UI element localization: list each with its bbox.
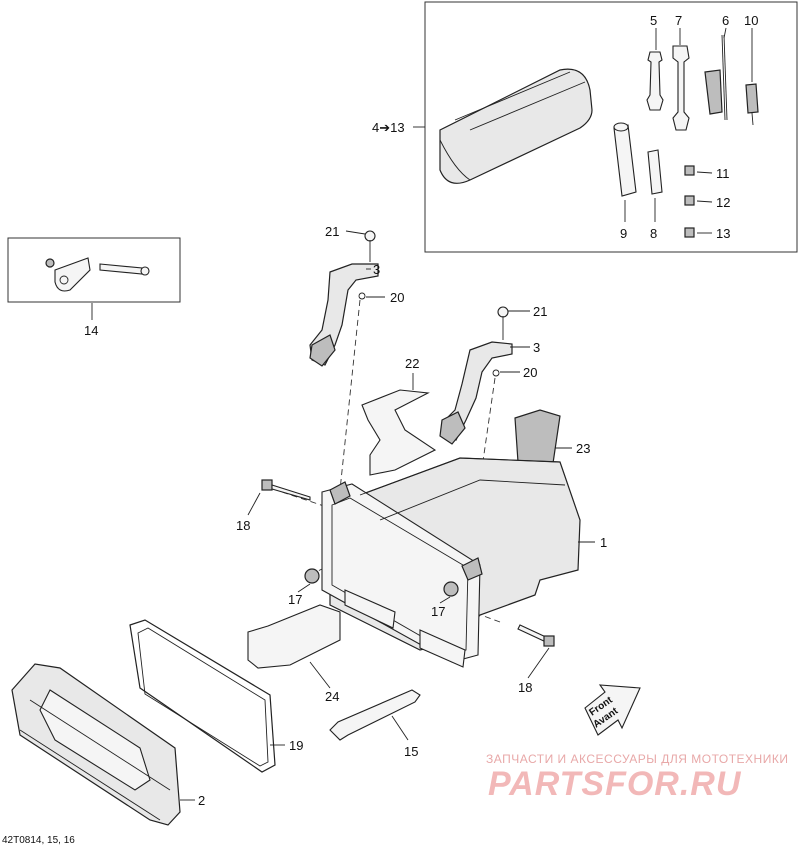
foam-pad-22	[361, 389, 437, 476]
socket-9	[613, 122, 637, 197]
gasket-19	[129, 619, 276, 773]
callout-19: 19	[289, 738, 303, 753]
latch-handle-right	[439, 306, 513, 445]
callout-5: 5	[650, 13, 657, 28]
callout-20-left: 20	[390, 290, 404, 305]
callout-14: 14	[84, 323, 98, 338]
callout-4-13: 4➔13	[372, 120, 405, 135]
front-direction-arrow: Front Avant	[584, 684, 641, 736]
callout-24: 24	[325, 689, 339, 704]
fuse-13	[684, 227, 695, 238]
callout-11: 11	[716, 166, 730, 181]
callout-3-left: 3	[373, 262, 380, 277]
watermark-tagline: ЗАПЧАСТИ И АКСЕССУАРЫ ДЛЯ МОТОТЕХНИКИ	[486, 752, 788, 766]
callout-13: 13	[716, 226, 730, 241]
callout-2: 2	[198, 793, 205, 808]
callout-7: 7	[675, 13, 682, 28]
callout-15: 15	[404, 744, 418, 759]
storage-box-1	[321, 457, 581, 668]
bolt-18-bottom	[517, 624, 555, 647]
callout-23: 23	[576, 441, 590, 456]
callout-8: 8	[650, 226, 657, 241]
spanner-wrench-15	[329, 689, 421, 741]
callout-17-left: 17	[288, 592, 302, 607]
callout-9: 9	[620, 226, 627, 241]
callout-21-right: 21	[533, 304, 547, 319]
callout-18-top: 18	[236, 518, 250, 533]
callout-22: 22	[405, 356, 419, 371]
diagram-reference-code: 42T0814, 15, 16	[2, 835, 75, 846]
callout-6: 6	[722, 13, 729, 28]
watermark-brand: PARTSFOR.RU	[488, 765, 742, 803]
bracket-inset-frame	[7, 237, 181, 303]
callout-17-right: 17	[431, 604, 445, 619]
latch-handle-left	[309, 230, 379, 367]
callout-20-right: 20	[523, 365, 537, 380]
nut-17-left	[304, 568, 320, 584]
screwdriver-6	[704, 34, 728, 121]
screwdriver-bit-10	[745, 83, 759, 126]
callout-1: 1	[600, 535, 607, 550]
callout-3-right: 3	[533, 340, 540, 355]
callout-21-left: 21	[325, 224, 339, 239]
callout-12: 12	[716, 195, 730, 210]
bolt-18-top	[261, 479, 311, 501]
open-end-wrench-7	[672, 45, 690, 131]
mounting-bracket-14	[45, 257, 150, 292]
socket-8	[647, 149, 663, 195]
foam-pad-24	[247, 604, 341, 669]
callout-10: 10	[744, 13, 758, 28]
fuse-12	[684, 195, 695, 206]
box-cover-2	[11, 663, 181, 826]
open-end-wrench-5	[646, 51, 664, 111]
tool-pouch	[439, 68, 593, 184]
fuse-11	[684, 165, 695, 176]
callout-18-bottom: 18	[518, 680, 532, 695]
nut-17-right	[443, 581, 459, 597]
